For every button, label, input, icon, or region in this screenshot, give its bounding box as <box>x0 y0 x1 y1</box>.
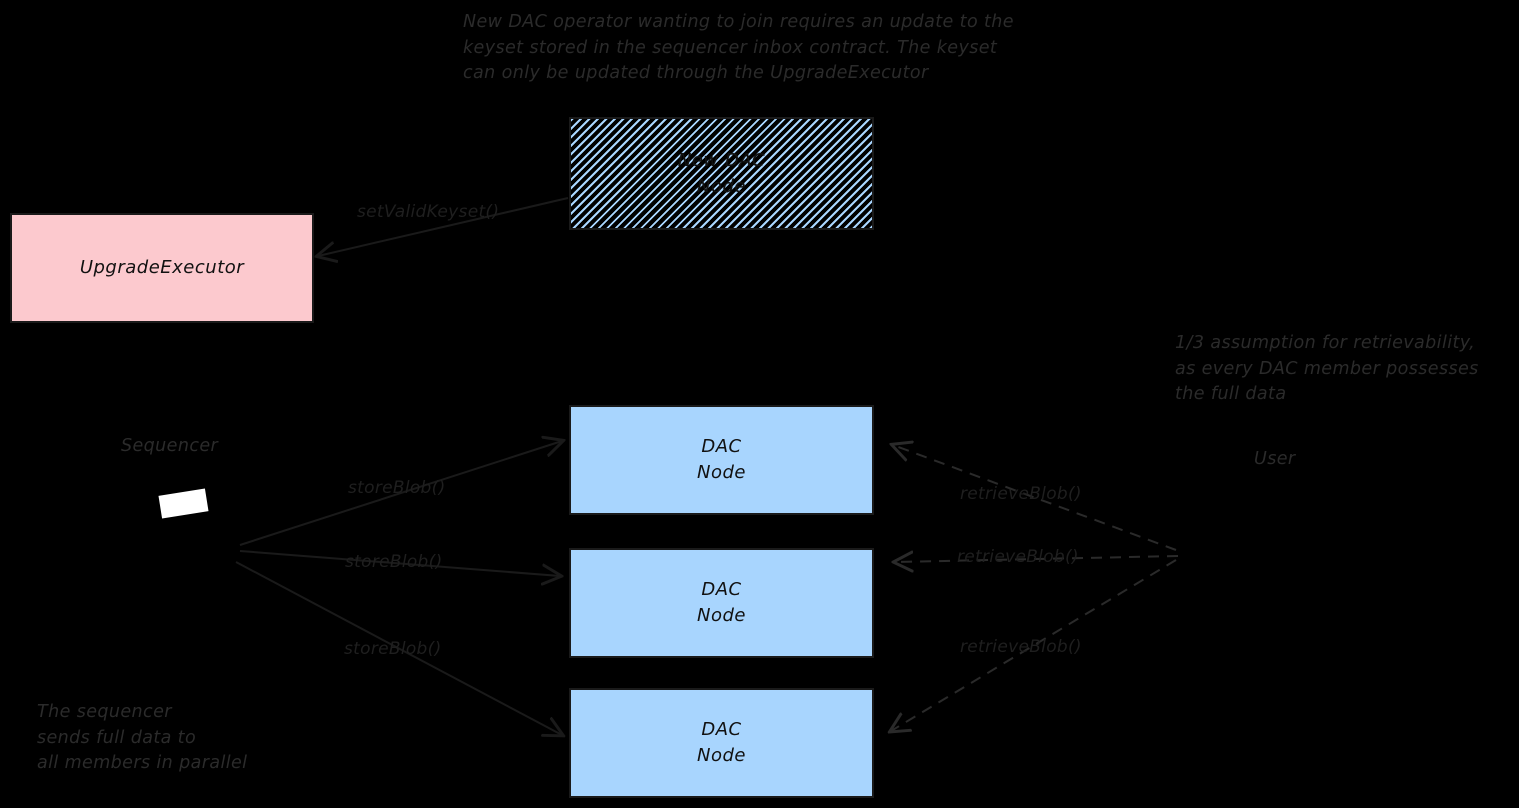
dac-node-2-label-line2: Node <box>697 605 746 626</box>
sequencer-icon <box>158 488 209 519</box>
retrieve-blob-1-label: retrieveBlob() <box>960 484 1082 504</box>
new-dac-node-label-line2: Node <box>697 175 746 197</box>
sequencer-label: Sequencer <box>121 436 219 456</box>
store-blob-1-label: storeBlob() <box>348 478 446 498</box>
dac-node-2-box[interactable]: DAC Node <box>569 548 874 658</box>
new-dac-operator-note: New DAC operator wanting to join require… <box>463 12 1014 83</box>
store-blob-2-label: storeBlob() <box>345 552 443 572</box>
retrieve-blob-3-label: retrieveBlob() <box>960 637 1082 657</box>
set-valid-keyset-label: setValidKeyset() <box>357 202 500 222</box>
retrievability-note: 1/3 assumption for retrievability, as ev… <box>1175 333 1479 404</box>
upgrade-executor-label: UpgradeExecutor <box>79 257 245 278</box>
dac-node-3-box[interactable]: DAC Node <box>569 688 874 798</box>
dac-node-1-label-line1: DAC <box>701 436 742 457</box>
dac-node-3-label-line1: DAC <box>701 719 742 740</box>
retrieve-blob-2-label: retrieveBlob() <box>957 547 1079 567</box>
upgrade-executor-box[interactable]: UpgradeExecutor <box>10 213 314 323</box>
dac-node-2-label-line1: DAC <box>701 579 742 600</box>
dac-node-1-label-line2: Node <box>697 462 746 483</box>
dac-node-1-box[interactable]: DAC Node <box>569 405 874 515</box>
sequencer-parallel-note: The sequencer sends full data to all mem… <box>37 702 248 773</box>
store-blob-3-label: storeBlob() <box>344 639 442 659</box>
new-dac-node-box[interactable]: New DAC Node <box>569 117 874 230</box>
user-label: User <box>1254 449 1296 469</box>
new-dac-node-label-line1: New DAC <box>677 149 766 171</box>
dac-node-3-label-line2: Node <box>697 745 746 766</box>
